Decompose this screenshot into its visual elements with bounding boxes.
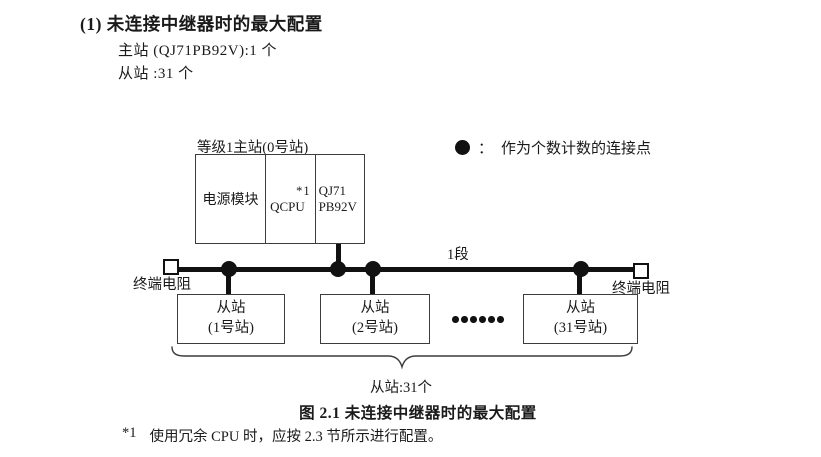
pb92v-label-line2: PB92V <box>318 199 357 214</box>
connection-point-dot-icon <box>455 140 470 155</box>
master-count-line: 主站 (QJ71PB92V):1 个 <box>118 43 278 59</box>
slave1-line1: 从站 <box>216 300 246 317</box>
pb92v-label-line1: QJ71 <box>318 183 347 199</box>
bus-trunk-line <box>170 267 635 272</box>
power-module-label: 电源模块 <box>202 193 259 208</box>
connection-dot-slave31-icon <box>573 261 589 277</box>
cpu-label: QCPU <box>270 198 305 214</box>
slave2-drop-line <box>370 272 375 295</box>
figure-caption: 图 2.1 未连接中继器时的最大配置 <box>299 405 537 422</box>
left-terminator-icon <box>163 259 179 275</box>
legend-separator: ： <box>478 141 494 157</box>
right-terminator-label: 终端电阻 <box>612 281 670 297</box>
footnote: *1 使用冗余 CPU 时，应按 2.3 节所示进行配置。 <box>122 425 442 446</box>
connection-dot-slave1-icon <box>221 261 237 277</box>
cpu-cell: *1 QCPU <box>265 155 314 243</box>
segment-label: 1段 <box>447 247 469 263</box>
slave-count-brace <box>171 346 633 370</box>
slave2-line1: 从站 <box>360 300 390 317</box>
slave-count-label: 从站:31个 <box>369 380 433 396</box>
slave-station-2-box: 从站 (2号站) <box>320 294 430 344</box>
footnote-marker: *1 <box>122 425 137 441</box>
connection-dot-slave2-icon <box>365 261 381 277</box>
connection-dot-master-icon <box>330 261 346 277</box>
power-module-cell: 电源模块 <box>196 155 265 243</box>
cpu-footnote-ref: *1 <box>296 183 311 198</box>
section-heading: (1) 未连接中继器时的最大配置 <box>80 14 323 34</box>
slave1-drop-line <box>226 272 231 295</box>
slave-station-1-box: 从站 (1号站) <box>177 294 285 344</box>
master-station-box: 电源模块 *1 QCPU QJ71 PB92V <box>195 154 365 244</box>
ellipsis-dots-icon <box>452 316 504 323</box>
slave-count-line: 从站 :31 个 <box>118 66 194 82</box>
slave-station-31-box: 从站 (31号站) <box>523 294 638 344</box>
slave31-line2: (31号站) <box>553 320 608 336</box>
slave31-line1: 从站 <box>566 300 595 317</box>
footnote-text: 使用冗余 CPU 时，应按 2.3 节所示进行配置。 <box>149 429 443 445</box>
legend-label: 作为个数计数的连接点 <box>501 141 652 157</box>
legend: ： 作为个数计数的连接点 <box>455 137 651 158</box>
slave1-line2: (1号站) <box>208 320 254 336</box>
pb92v-cell: QJ71 PB92V <box>314 155 364 243</box>
master-station-label: 等级1主站(0号站) <box>197 140 309 156</box>
right-terminator-icon <box>633 263 649 279</box>
master-drop-line <box>336 244 341 270</box>
slave31-drop-line <box>577 272 582 295</box>
left-terminator-label: 终端电阻 <box>133 277 191 293</box>
slave2-line2: (2号站) <box>352 320 398 336</box>
